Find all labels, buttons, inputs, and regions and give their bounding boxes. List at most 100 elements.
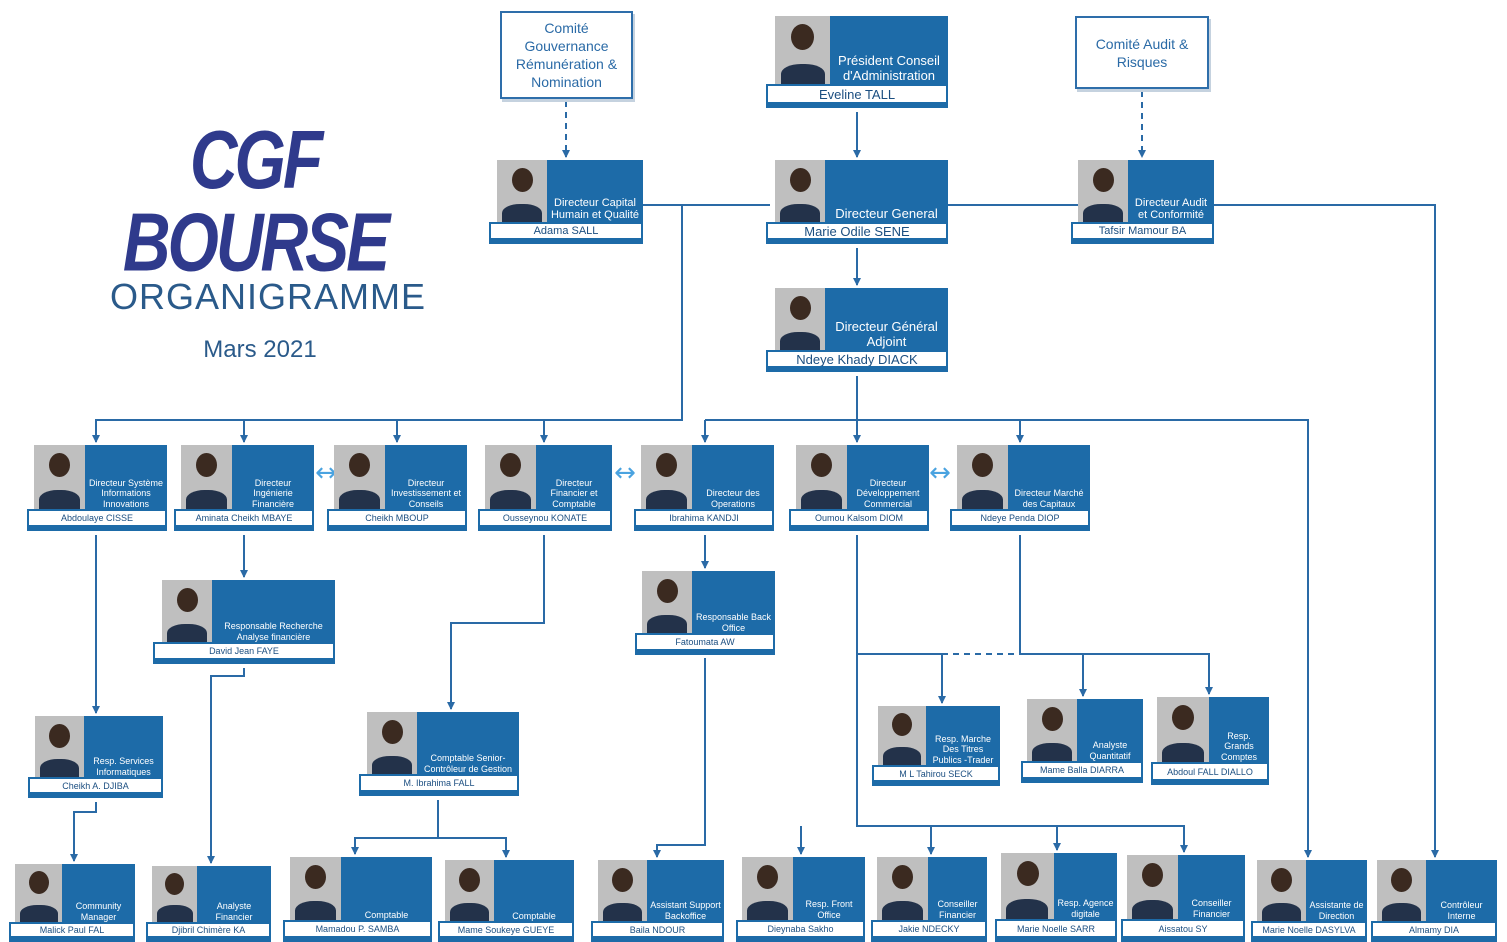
person-photo-icon xyxy=(1078,160,1128,224)
page-date: Mars 2021 xyxy=(203,336,317,363)
committee-governance-label: Comité Gouvernance Rémunération & Nomina… xyxy=(515,20,618,90)
org-node-title: Directeur Développement Commercial xyxy=(847,445,929,511)
photo-head xyxy=(1142,863,1163,887)
photo-body xyxy=(295,901,336,922)
connector-23 xyxy=(351,800,439,855)
org-node-name: Mamadou P. SAMBA xyxy=(283,920,432,942)
org-node-name: Mame Balla DIARRA xyxy=(1021,761,1143,783)
person-photo-icon xyxy=(742,857,793,922)
org-node-title: Directeur General xyxy=(825,160,948,224)
person-photo-icon xyxy=(1027,699,1077,763)
org-node-name: Marie Odile SENE xyxy=(766,222,948,244)
person-photo-icon xyxy=(878,706,926,767)
org-node-name: Ousseynou KONATE xyxy=(478,509,612,531)
person-photo-icon xyxy=(957,445,1008,511)
person-photo-icon xyxy=(1157,697,1209,764)
org-node-title: Responsable Back Office xyxy=(692,571,775,635)
photo-body xyxy=(747,901,788,922)
photo-body xyxy=(801,490,842,511)
org-node-title: Directeur Financier et Comptable xyxy=(536,445,612,511)
photo-head xyxy=(790,296,811,320)
person-photo-icon xyxy=(445,860,494,923)
org-node-title: Analyste Quantitatif xyxy=(1077,699,1143,763)
brand-block: CGF BOURSE ORGANIGRAMME Mars 2021 xyxy=(110,118,425,364)
org-node-name: Ndeye Penda DIOP xyxy=(950,509,1090,531)
org-node-name: Baila NDOUR xyxy=(591,921,724,942)
photo-head xyxy=(757,865,778,889)
photo-head xyxy=(196,453,217,477)
org-node-name: Aissatou SY xyxy=(1121,919,1245,942)
org-node-name: Eveline TALL xyxy=(766,84,948,108)
photo-body xyxy=(1006,899,1048,921)
person-photo-icon xyxy=(497,160,547,224)
org-node-rra: Responsable Recherche Analyse financière… xyxy=(153,580,335,664)
org-node-name: Almamy DIA xyxy=(1371,921,1497,942)
connector-22 xyxy=(70,802,97,862)
photo-head xyxy=(500,453,521,477)
org-node-title: Resp. Grands Comptes xyxy=(1209,697,1269,764)
photo-body xyxy=(1083,204,1123,224)
org-node-name: Abdoul FALL DIALLO xyxy=(1151,762,1269,785)
photo-body xyxy=(647,615,687,635)
person-photo-icon xyxy=(34,445,85,511)
org-node-name: Marie Noelle DASYLVA xyxy=(1251,921,1367,942)
org-node-name: M L Tahirou SECK xyxy=(872,765,1000,786)
photo-head xyxy=(512,168,533,192)
photo-head xyxy=(1172,705,1194,730)
person-photo-icon xyxy=(162,580,212,644)
org-node-name: Marie Noelle SARR xyxy=(995,919,1117,942)
org-node-title: Comptable xyxy=(494,860,574,923)
photo-head xyxy=(657,579,678,603)
org-node-title: Directeur Général Adjoint xyxy=(825,288,948,352)
photo-body xyxy=(1132,900,1173,921)
connector-18 xyxy=(207,668,245,864)
person-photo-icon xyxy=(775,288,825,352)
photo-body xyxy=(883,747,921,767)
company-logo: CGF BOURSE xyxy=(122,113,390,288)
photo-head xyxy=(1017,861,1039,886)
photo-body xyxy=(780,204,820,224)
connector-29 xyxy=(857,653,946,704)
photo-head xyxy=(1093,168,1114,192)
org-node-title: Conseiller Financier xyxy=(1178,855,1245,921)
person-photo-icon xyxy=(598,860,647,923)
photo-head xyxy=(305,865,326,889)
org-node-title: Directeur des Operations xyxy=(692,445,774,511)
photo-body xyxy=(450,903,489,923)
person-photo-icon xyxy=(1377,860,1426,923)
photo-head xyxy=(1042,707,1063,731)
photo-head xyxy=(459,868,480,892)
photo-body xyxy=(603,903,642,923)
photo-body xyxy=(646,490,687,511)
photo-body xyxy=(39,490,80,511)
org-node-title: Directeur Capital Humain et Qualité xyxy=(547,160,643,224)
org-node-name: Aminata Cheikh MBAYE xyxy=(174,509,314,531)
photo-body xyxy=(157,905,193,924)
person-photo-icon xyxy=(1127,855,1178,921)
person-photo-icon xyxy=(1001,853,1054,921)
person-photo-icon xyxy=(15,864,62,924)
org-node-name: Tafsir Mamour BA xyxy=(1071,222,1214,244)
photo-head xyxy=(165,873,184,895)
double-arrow-icon: ↔ xyxy=(614,458,636,488)
photo-body xyxy=(780,332,820,352)
person-photo-icon xyxy=(367,712,417,776)
org-node-title: Comptable Senior-Contrôleur de Gestion xyxy=(417,712,519,776)
connector-25 xyxy=(856,535,1188,853)
